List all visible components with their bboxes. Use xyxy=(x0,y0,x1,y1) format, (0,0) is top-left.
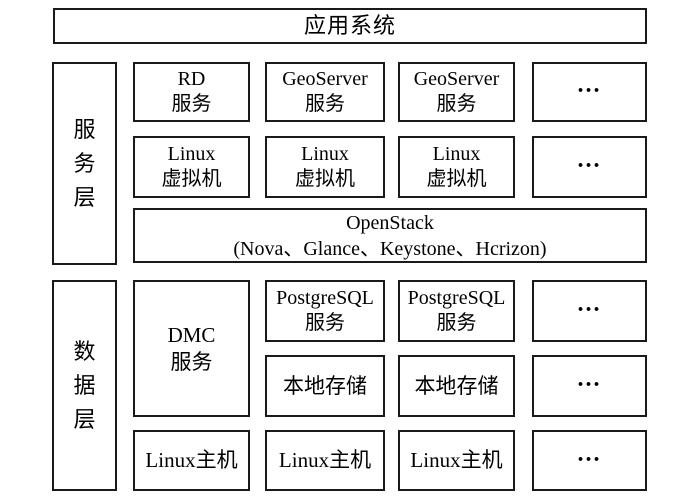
box-label-line: 服务 xyxy=(436,312,477,334)
service-row1-ellipsis-box: ... xyxy=(532,62,647,122)
box-label-line: DMC xyxy=(167,323,216,348)
data-row3-ellipsis-box: ... xyxy=(532,430,647,491)
openstack-box: OpenStack (Nova、Glance、Keystone、Hcrizon) xyxy=(133,208,647,263)
service-layer-label-box: 服 务 层 xyxy=(52,62,117,265)
box-label-line: 服务 xyxy=(436,93,477,115)
box-label-line: Linux主机 xyxy=(145,448,238,473)
dmc-service-box: DMC 服务 xyxy=(133,280,250,417)
linux-vm-box-3: Linux 虚拟机 xyxy=(398,136,515,198)
data-row2-ellipsis-box: ... xyxy=(532,355,647,417)
local-storage-box-2: 本地存储 xyxy=(398,355,515,417)
box-label-line: GeoServer xyxy=(413,68,500,90)
box-label-line: 服务 xyxy=(171,93,212,115)
linux-vm-box-1: Linux 虚拟机 xyxy=(133,136,250,198)
postgresql-service-box-2: PostgreSQL 服务 xyxy=(398,280,515,342)
application-system-label: 应用系统 xyxy=(303,13,396,39)
linux-host-box-3: Linux主机 xyxy=(398,430,515,491)
box-label-line: Linux xyxy=(301,143,349,165)
local-storage-box-1: 本地存储 xyxy=(265,355,385,417)
ellipsis-label: ... xyxy=(577,147,602,173)
geoserver-service-box-1: GeoServer 服务 xyxy=(265,62,385,122)
postgresql-service-box-1: PostgreSQL 服务 xyxy=(265,280,385,342)
box-label-line: RD xyxy=(177,68,206,90)
openstack-title: OpenStack xyxy=(346,211,434,234)
box-label-line: Linux xyxy=(432,143,481,165)
box-label-line: 服务 xyxy=(305,312,345,334)
box-label-line: PostgreSQL xyxy=(407,287,506,309)
openstack-components: (Nova、Glance、Keystone、Hcrizon) xyxy=(233,237,547,260)
box-label-line: 虚拟机 xyxy=(295,168,355,190)
ellipsis-label: ... xyxy=(577,440,602,467)
box-label-line: 本地存储 xyxy=(414,373,499,398)
box-label-line: GeoServer xyxy=(282,68,368,90)
box-label-line: Linux主机 xyxy=(410,448,503,473)
box-label-line: Linux主机 xyxy=(278,448,372,473)
service-layer-label: 服 务 层 xyxy=(73,116,96,210)
geoserver-service-box-2: GeoServer 服务 xyxy=(398,62,515,122)
box-label-line: 本地存储 xyxy=(283,373,367,398)
box-label-line: 服务 xyxy=(305,93,345,115)
data-layer-label-box: 数 据 层 xyxy=(52,280,117,491)
service-row2-ellipsis-box: ... xyxy=(532,136,647,198)
data-layer-label: 数 据 层 xyxy=(73,338,96,432)
ellipsis-label: ... xyxy=(577,366,602,392)
linux-host-box-1: Linux主机 xyxy=(133,430,250,491)
ellipsis-label: ... xyxy=(577,72,602,98)
box-label-line: PostgreSQL xyxy=(276,287,374,309)
box-label-line: 虚拟机 xyxy=(161,168,222,190)
ellipsis-label: ... xyxy=(577,291,602,317)
application-system-box: 应用系统 xyxy=(53,8,647,44)
linux-vm-box-2: Linux 虚拟机 xyxy=(265,136,385,198)
linux-host-box-2: Linux主机 xyxy=(265,430,385,491)
box-label-line: 虚拟机 xyxy=(426,168,487,190)
rd-service-box: RD 服务 xyxy=(133,62,250,122)
box-label-line: 服务 xyxy=(170,349,213,374)
data-row1-ellipsis-box: ... xyxy=(532,280,647,342)
box-label-line: Linux xyxy=(167,143,216,165)
